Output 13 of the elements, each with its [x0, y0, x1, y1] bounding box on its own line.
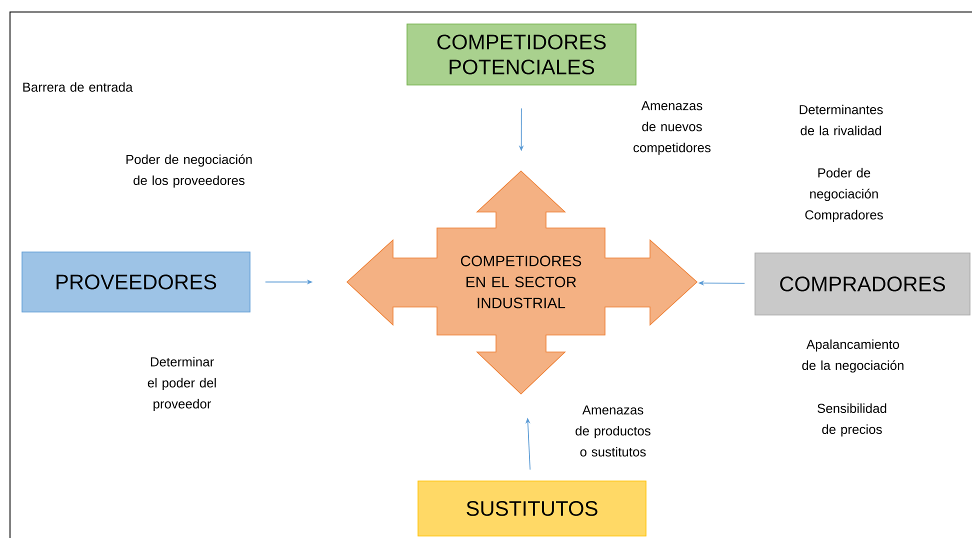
note-text: Poder de negociación de los proveedores: [126, 154, 252, 188]
process-box: PROVEEDORES: [22, 252, 250, 312]
process-box: SUSTITUTOS: [418, 480, 646, 536]
note-text: Poder de negociación Compradores: [805, 168, 883, 222]
process-box: COMPRADORES: [754, 252, 970, 316]
note-text: Sensibilidad de precios: [818, 403, 886, 437]
process-box: COMPETIDORES POTENCIALES: [406, 24, 636, 86]
note-text: Apalancamiento de la negociación: [802, 339, 904, 373]
note-text: Barrera de entrada: [23, 82, 133, 92]
note-text: Determinar el poder del proveedor: [148, 356, 216, 412]
note-text: Amenazas de productos o sustitutos: [576, 405, 650, 457]
note-text: Determinantes de la rivalidad: [800, 104, 883, 136]
note-text: Amenazas de nuevos competidores: [634, 101, 711, 155]
